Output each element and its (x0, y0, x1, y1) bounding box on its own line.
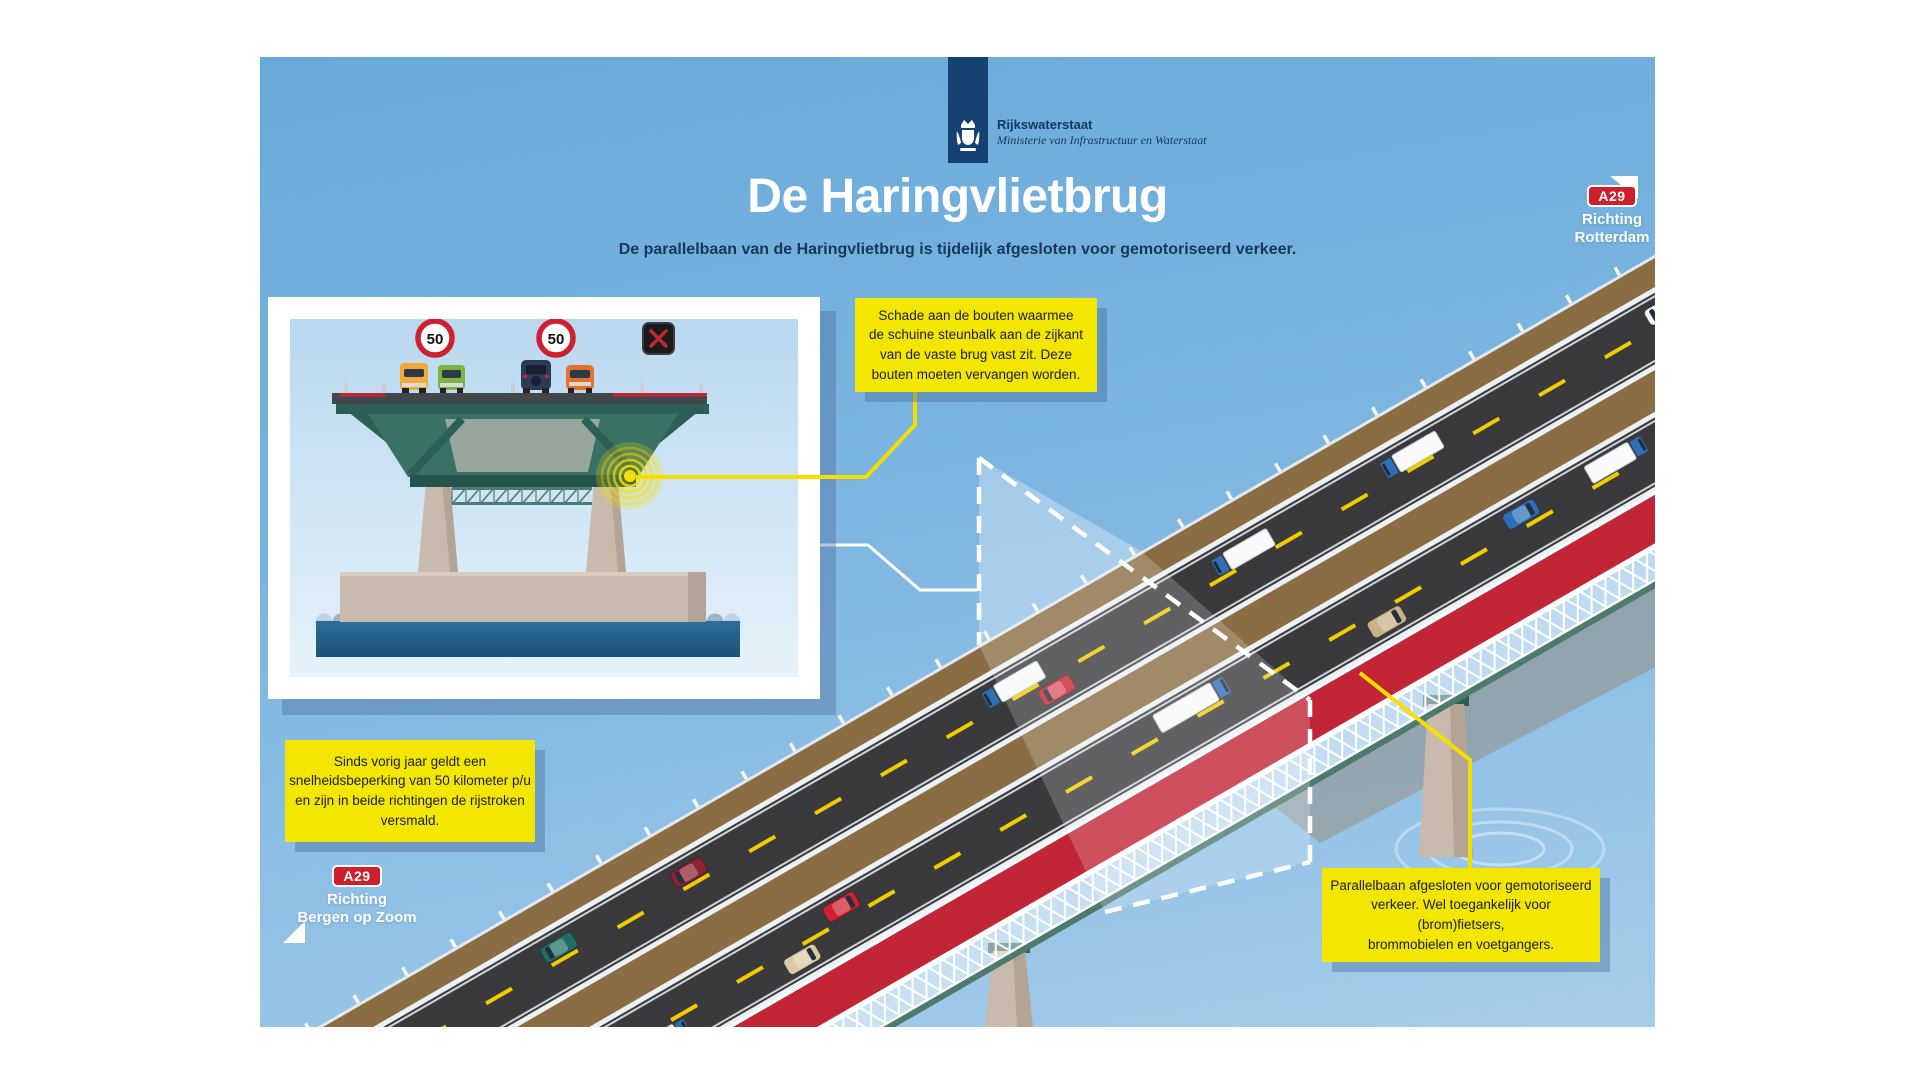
svg-text:50: 50 (427, 331, 444, 348)
foundation-block (340, 572, 706, 622)
closed-parallel-lane (294, 310, 1655, 1027)
content-area: 50 50 (260, 57, 1655, 1027)
bridge-illustration: 50 50 (260, 122, 1655, 1027)
page-title: De Haringvlietbrug (747, 170, 1168, 223)
vehicle-car-white (1644, 294, 1655, 326)
vehicle-van-white (644, 1019, 691, 1027)
maintenance-truss (451, 487, 593, 505)
rijksoverheid-logo-banner (948, 57, 988, 163)
lane-dashes-1 (260, 183, 1655, 1027)
deck-edge (332, 375, 1655, 1027)
direction-bergen-op-zoom: A29 Richting Bergen op Zoom (277, 865, 437, 927)
vehicle-car-beige (783, 943, 822, 975)
section-highlight-wedge (976, 456, 1313, 915)
callout-parallel-lane-closed: Parallelbaan afgesloten voor gemotorisee… (1322, 868, 1600, 962)
direction-rotterdam-label: Richting Rotterdam (1574, 211, 1650, 246)
inset-to-section-connector (812, 543, 977, 592)
median (260, 216, 1655, 1027)
direction-rotterdam: A29 Richting Rotterdam (1532, 185, 1655, 247)
vehicle-truck-white (1380, 431, 1445, 478)
verge-upper (260, 132, 1655, 1027)
vehicle-suv-tan (1366, 605, 1407, 639)
inset-vehicle-orange-car (566, 365, 594, 393)
arrow-triangle-bergen (283, 921, 305, 943)
red-x-matrix-sign (642, 322, 675, 355)
vehicle-truck-white (1211, 528, 1276, 576)
road-badge-a29-rotterdam: A29 (1587, 185, 1637, 207)
vehicle-car-blue (1502, 498, 1540, 530)
roadway-bergen (260, 158, 1655, 1027)
vehicle-car-red (822, 891, 861, 923)
direction-bergen-label: Richting Bergen op Zoom (297, 891, 417, 926)
coat-of-arms-icon (956, 120, 980, 151)
vehicle-car-teal (539, 932, 578, 963)
inset-illustration: 50 50 (315, 319, 741, 657)
vehicle-truck-white (982, 661, 1046, 708)
girder (336, 403, 709, 487)
speed-limit-sign-2: 50 (536, 319, 576, 358)
inset-vehicle-dark-suv (521, 360, 551, 393)
logo-text: Rijkswaterstaat Ministerie van Infrastru… (997, 117, 1207, 148)
vehicle-car-darkred (669, 857, 708, 888)
callout-speed-limit: Sinds vorig jaar geldt een snelheidsbepe… (285, 740, 535, 842)
page-subtitle: De parallelbaan van de Haringvlietbrug i… (618, 241, 1297, 258)
roadway-rotterdam (261, 252, 1655, 1027)
vehicle-car-red (1037, 674, 1076, 706)
water (316, 621, 740, 657)
road-badge-a29-bergen: A29 (332, 865, 382, 887)
logo-ministry-name: Ministerie van Infrastructuur en Waterst… (997, 133, 1207, 148)
logo-org-name: Rijkswaterstaat (997, 117, 1093, 132)
parallel-callout-connector (1358, 671, 1472, 868)
callout-bolt-damage: Schade aan de bouten waarmee de schuine … (855, 298, 1097, 392)
bolts-callout-connector (636, 392, 917, 479)
inset-vehicle-green-van (438, 365, 465, 393)
inset-vehicle-yellow-van (400, 363, 428, 393)
railing-posts (260, 122, 1655, 1027)
bridge-band (260, 122, 1655, 1027)
svg-text:50: 50 (548, 331, 565, 348)
lattice-railing (317, 349, 1655, 1027)
vehicle-truck-white (1584, 436, 1648, 484)
speed-limit-sign-1: 50 (415, 319, 455, 358)
vehicle-bigtruck-white (1152, 677, 1231, 733)
traffic (539, 294, 1655, 1027)
